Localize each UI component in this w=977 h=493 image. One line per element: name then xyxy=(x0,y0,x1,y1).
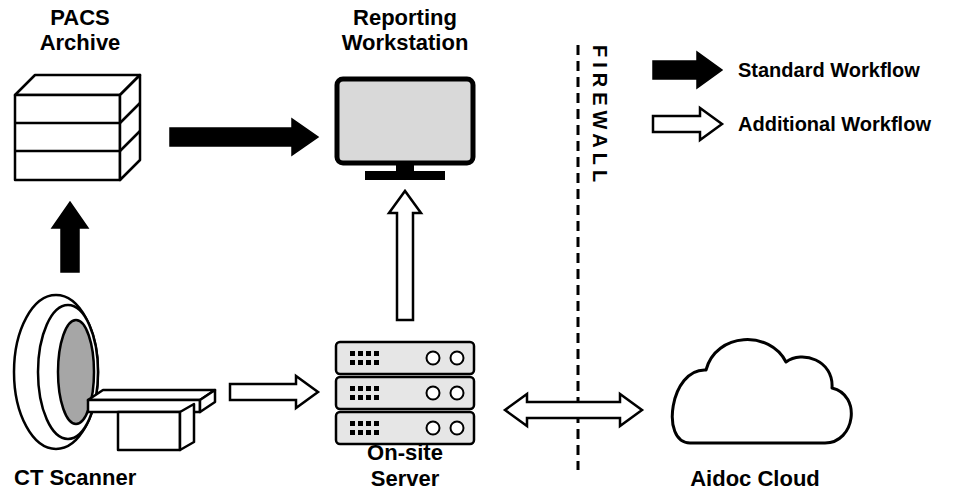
server-led xyxy=(366,430,371,435)
server-led xyxy=(358,395,363,400)
node-label: PACS Archive xyxy=(24,5,136,56)
server-led xyxy=(358,430,363,435)
server-button xyxy=(427,387,440,400)
legend-arrow-hollow xyxy=(653,108,722,140)
ct-scanner-icon xyxy=(14,295,215,450)
cloud-icon xyxy=(672,340,851,443)
server-led xyxy=(366,360,371,365)
server-led xyxy=(366,351,371,356)
server-led xyxy=(366,395,371,400)
archive-node: PACS Archive xyxy=(10,5,150,185)
server-led xyxy=(358,421,363,426)
server-led xyxy=(358,360,363,365)
server-button xyxy=(427,422,440,435)
legend-arrow-solid xyxy=(653,52,722,88)
server-led xyxy=(374,360,379,365)
server-node: On-site Server xyxy=(330,335,480,491)
scanner-node: CT Scanner xyxy=(10,290,220,490)
server-led xyxy=(374,421,379,426)
standard-flow-arrow xyxy=(52,202,88,272)
node-label: On-site Server xyxy=(330,440,480,491)
server-led xyxy=(350,421,355,426)
workstation-node: Reporting Workstation xyxy=(330,5,480,183)
firewall-label: FIREWALL xyxy=(588,45,612,187)
server-led xyxy=(374,395,379,400)
server-led xyxy=(358,386,363,391)
server-button xyxy=(451,352,464,365)
node-label: Reporting Workstation xyxy=(330,5,480,56)
server-led xyxy=(366,386,371,391)
server-led xyxy=(350,360,355,365)
archive-icon xyxy=(15,75,140,180)
cloud-node: Aidoc Cloud xyxy=(655,335,855,491)
server-button xyxy=(451,387,464,400)
legend-label: Additional Workflow xyxy=(738,112,931,136)
server-led xyxy=(374,386,379,391)
monitor-icon xyxy=(337,79,473,180)
legend-label: Standard Workflow xyxy=(738,58,920,82)
server-led xyxy=(350,351,355,356)
server-button xyxy=(427,352,440,365)
additional-flow-arrow xyxy=(230,376,318,408)
server-button xyxy=(451,422,464,435)
server-led xyxy=(350,386,355,391)
server-led xyxy=(366,421,371,426)
server-led xyxy=(358,351,363,356)
server-led xyxy=(350,430,355,435)
additional-flow-arrow xyxy=(389,191,421,320)
additional-flow-arrow xyxy=(505,394,642,426)
server-led xyxy=(350,395,355,400)
server-led xyxy=(374,430,379,435)
standard-flow-arrow xyxy=(170,119,318,155)
server-icon xyxy=(336,342,474,444)
server-led xyxy=(374,351,379,356)
node-label: CT Scanner xyxy=(14,465,136,490)
node-label: Aidoc Cloud xyxy=(690,466,820,491)
